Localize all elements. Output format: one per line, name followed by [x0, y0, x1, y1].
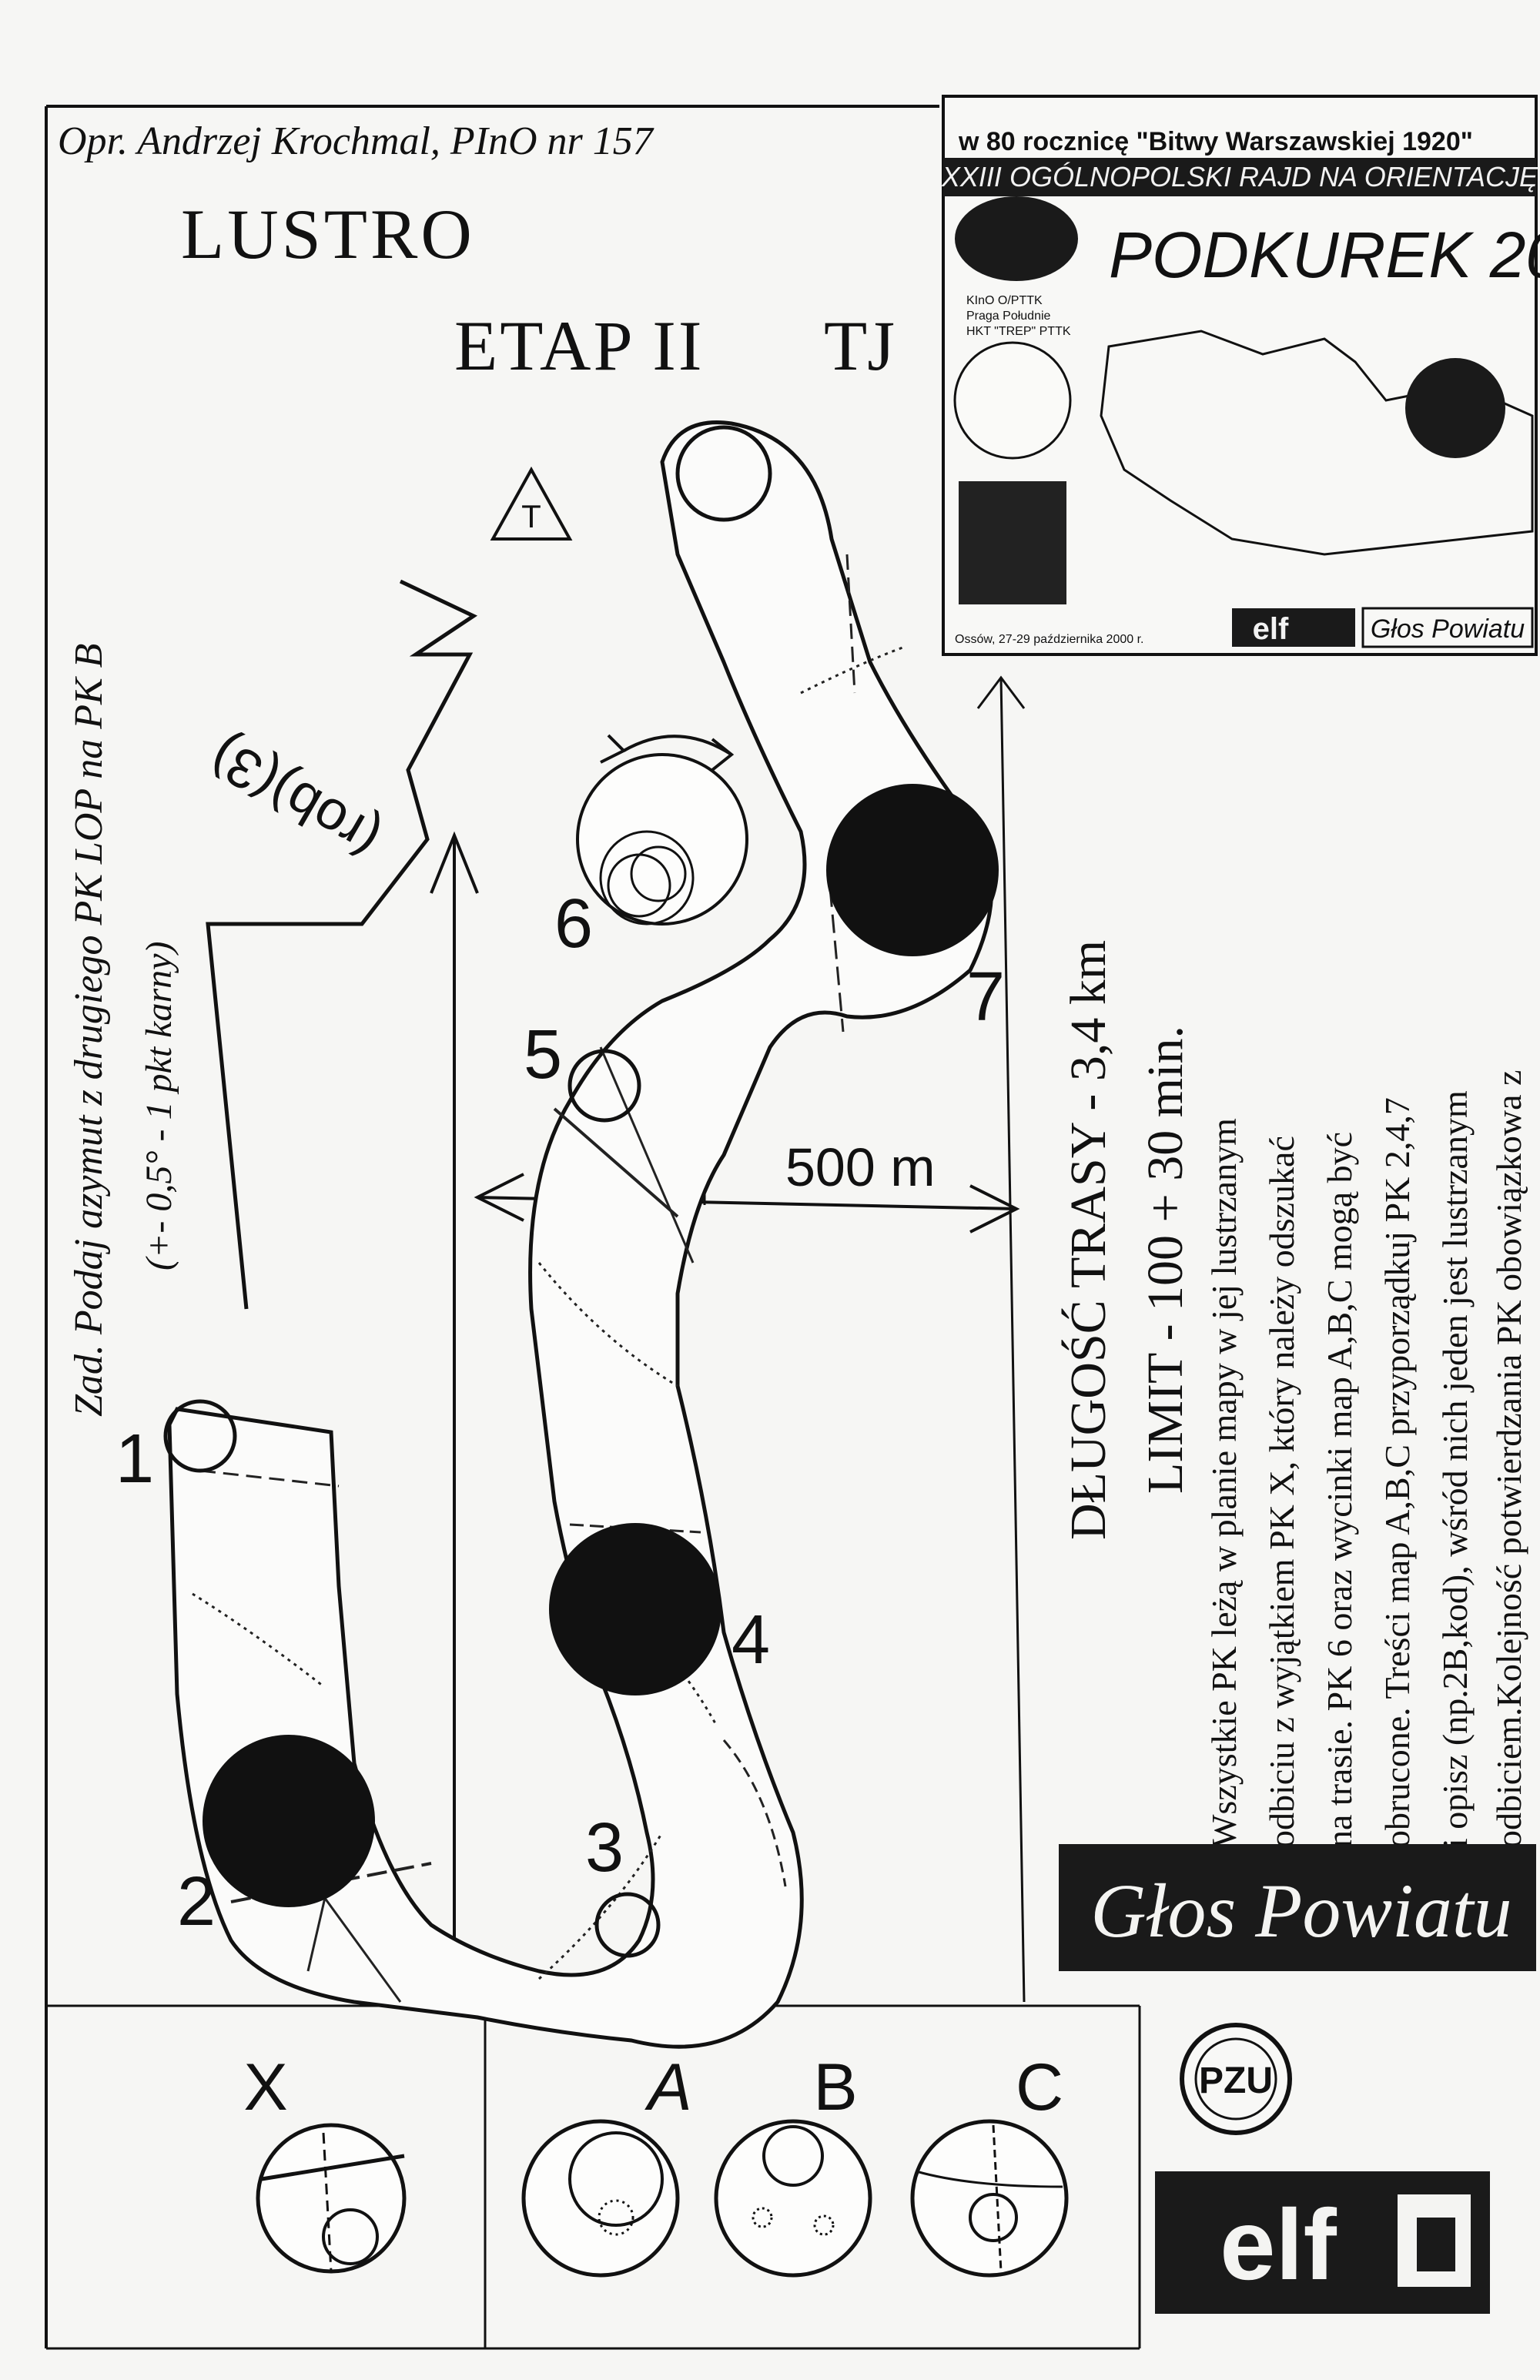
boundary-line [206, 579, 478, 1310]
control-number: 3 [585, 1809, 624, 1886]
inset-a: A [521, 2050, 692, 2278]
anniversary-badge-icon [1405, 358, 1505, 458]
svg-text:Głos Powiatu: Głos Powiatu [1090, 1868, 1512, 1953]
svg-text:elf: elf [1253, 612, 1289, 646]
event-rally-name: XXIII OGÓLNOPOLSKI RAJD NA ORIENTACJĘ [941, 161, 1538, 192]
inset-c: C [910, 2050, 1069, 2278]
route-limit: LIMIT - 100 + 30 min. [1137, 1026, 1194, 1494]
control-4-blackout [549, 1523, 721, 1695]
control-5-circle [567, 1049, 641, 1123]
north-arrow-icon [430, 831, 479, 2002]
control-6-area [576, 753, 748, 926]
svg-text:B: B [813, 2050, 857, 2124]
newspaper-banner: Głos Powiatu [1059, 1844, 1536, 1971]
task-instruction: Zad. Podaj azymut z drugiego PK LOP na P… [67, 644, 111, 1417]
control-start-circle [675, 425, 772, 522]
description-line: na trasie. PK 6 oraz wycinki map A,B,C m… [1320, 1132, 1359, 1848]
description-line: Wszystkie PK leżą w planie mapy w jej lu… [1204, 1118, 1244, 1848]
description-line: odbiciem.Kolejność potwierdzania PK obow… [1489, 1070, 1528, 1848]
svg-text:X: X [243, 2050, 287, 2124]
control-number: 7 [966, 959, 1005, 1036]
rotate-arrow-icon [623, 735, 733, 756]
event-date: Ossów, 27-29 października 2000 r. [955, 633, 1143, 646]
inset-x: X [243, 2050, 407, 2274]
region-map-icon [1100, 330, 1534, 556]
category-label: TJ [824, 306, 895, 385]
pzu-logo-icon: PZU [1180, 2023, 1292, 2135]
svg-text:KInO O/PTTK: KInO O/PTTK [966, 294, 1043, 307]
event-box: w 80 rocznicę "Bitwy Warszawskiej 1920" … [941, 95, 1540, 656]
control-7-blackout [826, 784, 999, 956]
control-number: 2 [177, 1863, 216, 1940]
club-logo-icon [955, 196, 1078, 281]
elf-logo-icon: elf [1155, 2171, 1490, 2314]
svg-text:Głos Powiatu: Głos Powiatu [1371, 614, 1525, 644]
control-number: 4 [732, 1602, 770, 1679]
control-number: 1 [116, 1421, 154, 1498]
start-triangle-icon: T [490, 466, 573, 541]
svg-text:elf: elf [1220, 2188, 1337, 2301]
route-length: DŁUGOŚĆ TRASY - 3,4 km [1060, 940, 1116, 1540]
description-line: odbiciu z wyjątkiem PK X, który należy o… [1262, 1136, 1301, 1848]
svg-text:HKT "TREP" PTTK: HKT "TREP" PTTK [966, 325, 1071, 338]
description-line: obrucone. Treści map A,B,C przyporządkuj… [1378, 1097, 1417, 1848]
inset-b: B [714, 2050, 872, 2278]
control-number: 6 [554, 885, 593, 962]
control-number: 5 [524, 1016, 562, 1093]
svg-text:PZU: PZU [1199, 2060, 1273, 2101]
description-line: i opisz (np.2B,kod), wśród nich jeden je… [1435, 1090, 1475, 1848]
svg-text:Praga Południe: Praga Południe [966, 310, 1051, 323]
control-1-circle [163, 1399, 237, 1473]
stage-label: ETAP II [454, 306, 705, 385]
mirror-label: (rob)(3) [199, 725, 390, 870]
coat-of-arms-icon [959, 481, 1066, 604]
map-edge-line [999, 677, 1026, 2003]
svg-text:T: T [521, 498, 541, 534]
svg-text:C: C [1016, 2050, 1063, 2124]
task-penalty: (+- 0,5° - 1 pkt karny) [139, 942, 179, 1270]
svg-text:A: A [644, 2050, 691, 2124]
control-2-blackout [203, 1735, 375, 1907]
map-title: LUSTRO [181, 195, 475, 273]
control-3-circle [594, 1892, 661, 1958]
svg-text:500 m: 500 m [785, 1137, 936, 1197]
edge-arrow-icon [976, 675, 1026, 709]
event-anniversary: w 80 rocznicę "Bitwy Warszawskiej 1920" [958, 127, 1473, 156]
event-title: PODKUREK 2000 [1109, 219, 1540, 291]
author-line: Opr. Andrzej Krochmal, PInO nr 157 [58, 119, 654, 163]
stamp-icon [953, 341, 1072, 460]
